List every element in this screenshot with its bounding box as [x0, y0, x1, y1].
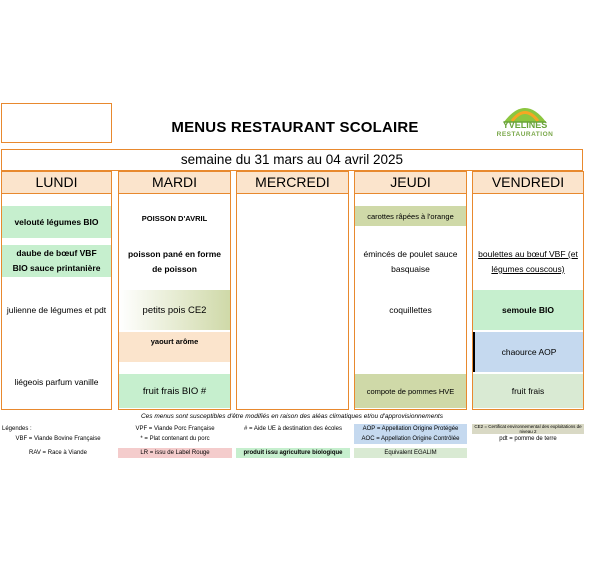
menu-item-tuesday-main: poisson pané en forme de poisson	[127, 249, 222, 274]
legend-ue: # = Aide UE à destination des écoles	[244, 426, 342, 432]
day-header-wednesday: MERCREDI	[237, 172, 348, 194]
menu-item-monday-main-line1: daube de bœuf VBF	[16, 248, 97, 258]
menu-item-monday-starter: velouté légumes BIO	[2, 206, 111, 238]
menu-item-monday-side: julienne de légumes et pdt	[6, 304, 107, 315]
menu-item-monday-main-line2: BIO sauce printanière	[12, 263, 101, 273]
logo-text-yvelines: YVELINES	[502, 120, 548, 130]
legend-lr: LR = issu de Label Rouge	[118, 448, 232, 458]
legend-label: Légendes :	[2, 426, 32, 432]
menu-item-thursday-side: coquillettes	[389, 304, 432, 315]
logo-leaf-icon	[504, 108, 546, 123]
legend-vbf: VBF = Viande Bovine Française	[15, 436, 101, 442]
legend-bio: produit issu agriculture biologique	[236, 448, 350, 458]
menu-item-friday-side: semoule BIO	[473, 290, 583, 330]
legend-pdt: pdt = pomme de terre	[499, 436, 557, 442]
legend-aoc: AOC = Appellation Origine Contrôlée	[354, 434, 467, 444]
page-title: MENUS RESTAURANT SCOLAIRE	[171, 119, 419, 136]
day-column-tuesday: MARDI POISSON D'AVRIL poisson pané en fo…	[118, 171, 231, 410]
menu-item-friday-main: boulettes au bœuf VBF (et légumes cousco…	[478, 249, 578, 274]
day-column-thursday: JEUDI carottes râpées à l'orange émincés…	[354, 171, 467, 410]
menu-item-tuesday-side: petits pois CE2	[119, 290, 230, 330]
legend-vpf: VPF = Viande Porc Française	[135, 426, 215, 432]
disclaimer-note: Ces menus sont susceptibles d'être modif…	[140, 413, 443, 420]
menu-item-tuesday-dairy: yaourt arôme	[119, 332, 230, 362]
day-header-thursday: JEUDI	[355, 172, 466, 194]
menu-item-friday-dessert: fruit frais	[473, 374, 583, 408]
menu-item-friday-cheese: chaource AOP	[473, 332, 583, 372]
legend-rav: RAV = Race à Viande	[29, 450, 87, 456]
day-header-friday: VENDREDI	[473, 172, 583, 194]
legend-egalim: Equivalent EGALIM	[354, 448, 467, 458]
week-banner: semaine du 31 mars au 04 avril 2025	[1, 149, 583, 171]
day-header-monday: LUNDI	[2, 172, 111, 194]
day-column-monday: LUNDI velouté légumes BIO daube de bœuf …	[1, 171, 112, 410]
menu-item-monday-dessert: liégeois parfum vanille	[14, 376, 99, 387]
legend-porc: * = Plat contenant du porc	[140, 436, 210, 442]
legend-ce2: CE2 = Certificat environnemental des exp…	[472, 424, 584, 434]
menu-item-thursday-starter: carottes râpées à l'orange	[355, 206, 466, 226]
day-column-wednesday: MERCREDI	[236, 171, 349, 410]
menu-item-tuesday-dessert: fruit frais BIO #	[119, 374, 230, 408]
menu-item-thursday-dessert: compote de pommes HVE	[355, 374, 466, 408]
menu-item-monday-main: daube de bœuf VBF BIO sauce printanière	[2, 245, 111, 277]
legend: Légendes : VBF = Viande Bovine Française…	[0, 424, 584, 460]
day-header-tuesday: MARDI	[119, 172, 230, 194]
empty-header-box	[1, 103, 112, 143]
yvelines-restauration-logo: YVELINES RESTAURATION	[490, 100, 560, 142]
menu-item-thursday-main: émincés de poulet sauce basquaise	[363, 249, 458, 274]
menu-item-tuesday-theme: POISSON D'AVRIL	[141, 213, 208, 223]
legend-aop: AOP = Appellation Origine Protégée	[354, 424, 467, 434]
logo-text-restauration: RESTAURATION	[496, 131, 554, 138]
day-column-friday: VENDREDI boulettes au bœuf VBF (et légum…	[472, 171, 584, 410]
